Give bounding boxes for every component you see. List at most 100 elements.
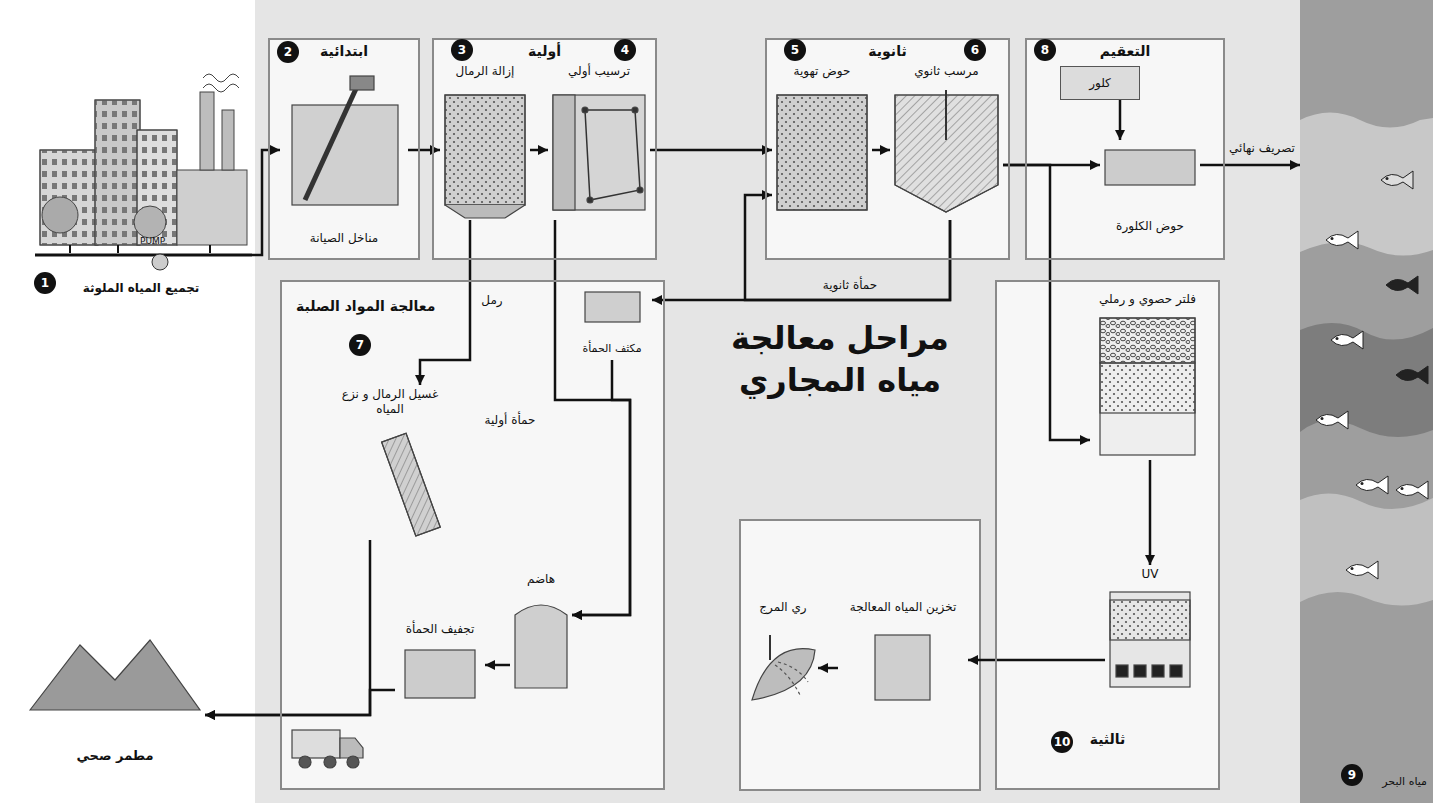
process-equipment <box>1100 318 1195 363</box>
process-unit: هاضم <box>510 570 572 690</box>
process-equipment <box>777 95 867 210</box>
node-label: مرسب ثانوي <box>914 64 979 79</box>
process-equipment <box>1100 363 1195 413</box>
edge-label: حمأة أولية <box>482 413 539 427</box>
flow-connector <box>1119 100 1122 140</box>
callout-number: 3 <box>451 39 473 61</box>
panel-fill <box>268 38 420 260</box>
flow-connector <box>745 195 950 300</box>
city <box>35 254 252 257</box>
node-label: أولية <box>528 43 561 61</box>
node-label: حوض تهوية <box>794 64 851 79</box>
process-unit: إزالة الرمال <box>440 62 530 220</box>
process-unit: مرسب ثانوي <box>890 62 1003 220</box>
flow-connector <box>530 149 548 152</box>
process-equipment <box>1110 600 1190 640</box>
node-label: مياه البحر <box>1382 775 1427 789</box>
process-equipment <box>585 292 640 322</box>
city <box>69 245 71 253</box>
process-equipment <box>515 605 567 688</box>
node-label: غسيل الرمال و نزع المياه <box>329 387 451 417</box>
city <box>95 100 140 245</box>
connector-layer <box>205 100 1300 715</box>
process-equipment <box>382 433 441 536</box>
node-label: تخزين المياه المعالجة <box>850 600 957 615</box>
node-label: معالجة المواد الصلبة <box>296 298 435 316</box>
process-equipment <box>637 187 643 193</box>
edge-label: تصريف نهائي <box>1226 141 1298 155</box>
process-equipment <box>305 80 360 200</box>
node-label: هاضم <box>527 572 555 587</box>
process-equipment <box>777 95 867 210</box>
city <box>203 84 239 92</box>
node-label: مطمر صحي <box>76 748 153 764</box>
flow-connector <box>572 360 630 615</box>
stage-panel: التعقيمكلورحوض الكلورة <box>1025 38 1225 260</box>
city <box>152 254 168 270</box>
flow-connector <box>1003 165 1090 440</box>
callout-number: 10 <box>1051 731 1073 753</box>
stage-panel: ثالثية فلتر حصوي و رملي UV <box>995 280 1220 790</box>
sea <box>1300 0 1433 803</box>
callout-number: 7 <box>349 334 371 356</box>
flow-connector <box>1200 164 1300 167</box>
landfill: مطمر صحي <box>25 620 205 770</box>
node-label: ثانوية <box>868 43 906 61</box>
panel-fill <box>765 38 1010 260</box>
sea <box>1356 476 1388 494</box>
process-unit: UV <box>1105 565 1195 695</box>
callout-number: 1 <box>34 272 56 294</box>
flow-connector <box>252 150 280 255</box>
sea <box>1381 171 1413 189</box>
process-equipment <box>553 95 645 210</box>
process-equipment <box>445 95 525 205</box>
process-unit: حوض الكلورة <box>1100 140 1200 240</box>
truck <box>347 756 359 768</box>
node-label: إزالة الرمال <box>456 64 515 79</box>
sea-area: مياه البحر <box>1300 0 1433 803</box>
city <box>40 150 98 245</box>
node-label: ترسيب أولي <box>568 64 630 79</box>
process-equipment <box>752 649 815 700</box>
flow-connector <box>1149 460 1152 565</box>
sea <box>1396 366 1428 384</box>
process-equipment <box>30 76 1195 768</box>
stage-panel: أولية إزالة الرمال ترسيب أولي <box>432 38 657 260</box>
flow-connector <box>408 149 440 152</box>
stage-panel: ابتدائيةمناخل الصيانة <box>268 38 420 260</box>
process-equipment <box>775 662 808 695</box>
truck <box>340 738 363 758</box>
source-area: تجميع المياه الملوثة <box>30 60 252 300</box>
sea <box>1316 411 1348 429</box>
node-label: مكثف الحمأة <box>582 342 641 356</box>
panel-fill <box>268 38 1225 790</box>
city <box>95 100 140 245</box>
process-equipment <box>769 635 771 660</box>
process-unit: حوض تهوية <box>772 62 872 220</box>
process-equipment <box>405 650 475 698</box>
city <box>222 110 234 170</box>
process-equipment <box>553 95 575 210</box>
flow-connector <box>818 667 838 670</box>
panel-fill <box>432 38 657 260</box>
node-label: ثالثية <box>1090 731 1126 749</box>
city <box>177 170 247 245</box>
process-equipment <box>875 635 930 700</box>
sea <box>1346 561 1378 579</box>
edge-label: رمل <box>478 293 505 307</box>
flow-connector <box>872 149 890 152</box>
city <box>203 74 239 82</box>
process-equipment <box>30 640 200 710</box>
process-unit: كلور <box>1060 66 1140 100</box>
callout-number: 4 <box>614 39 636 61</box>
sea <box>1396 481 1428 499</box>
flow-connector <box>205 690 395 715</box>
node-label: فلتر حصوي و رملي <box>1099 292 1196 307</box>
city <box>134 206 166 238</box>
city <box>200 92 214 170</box>
flow-connector <box>652 220 950 300</box>
node-label: تجميع المياه الملوثة <box>83 281 200 296</box>
process-unit: تجفيف الحمأة <box>395 620 485 705</box>
